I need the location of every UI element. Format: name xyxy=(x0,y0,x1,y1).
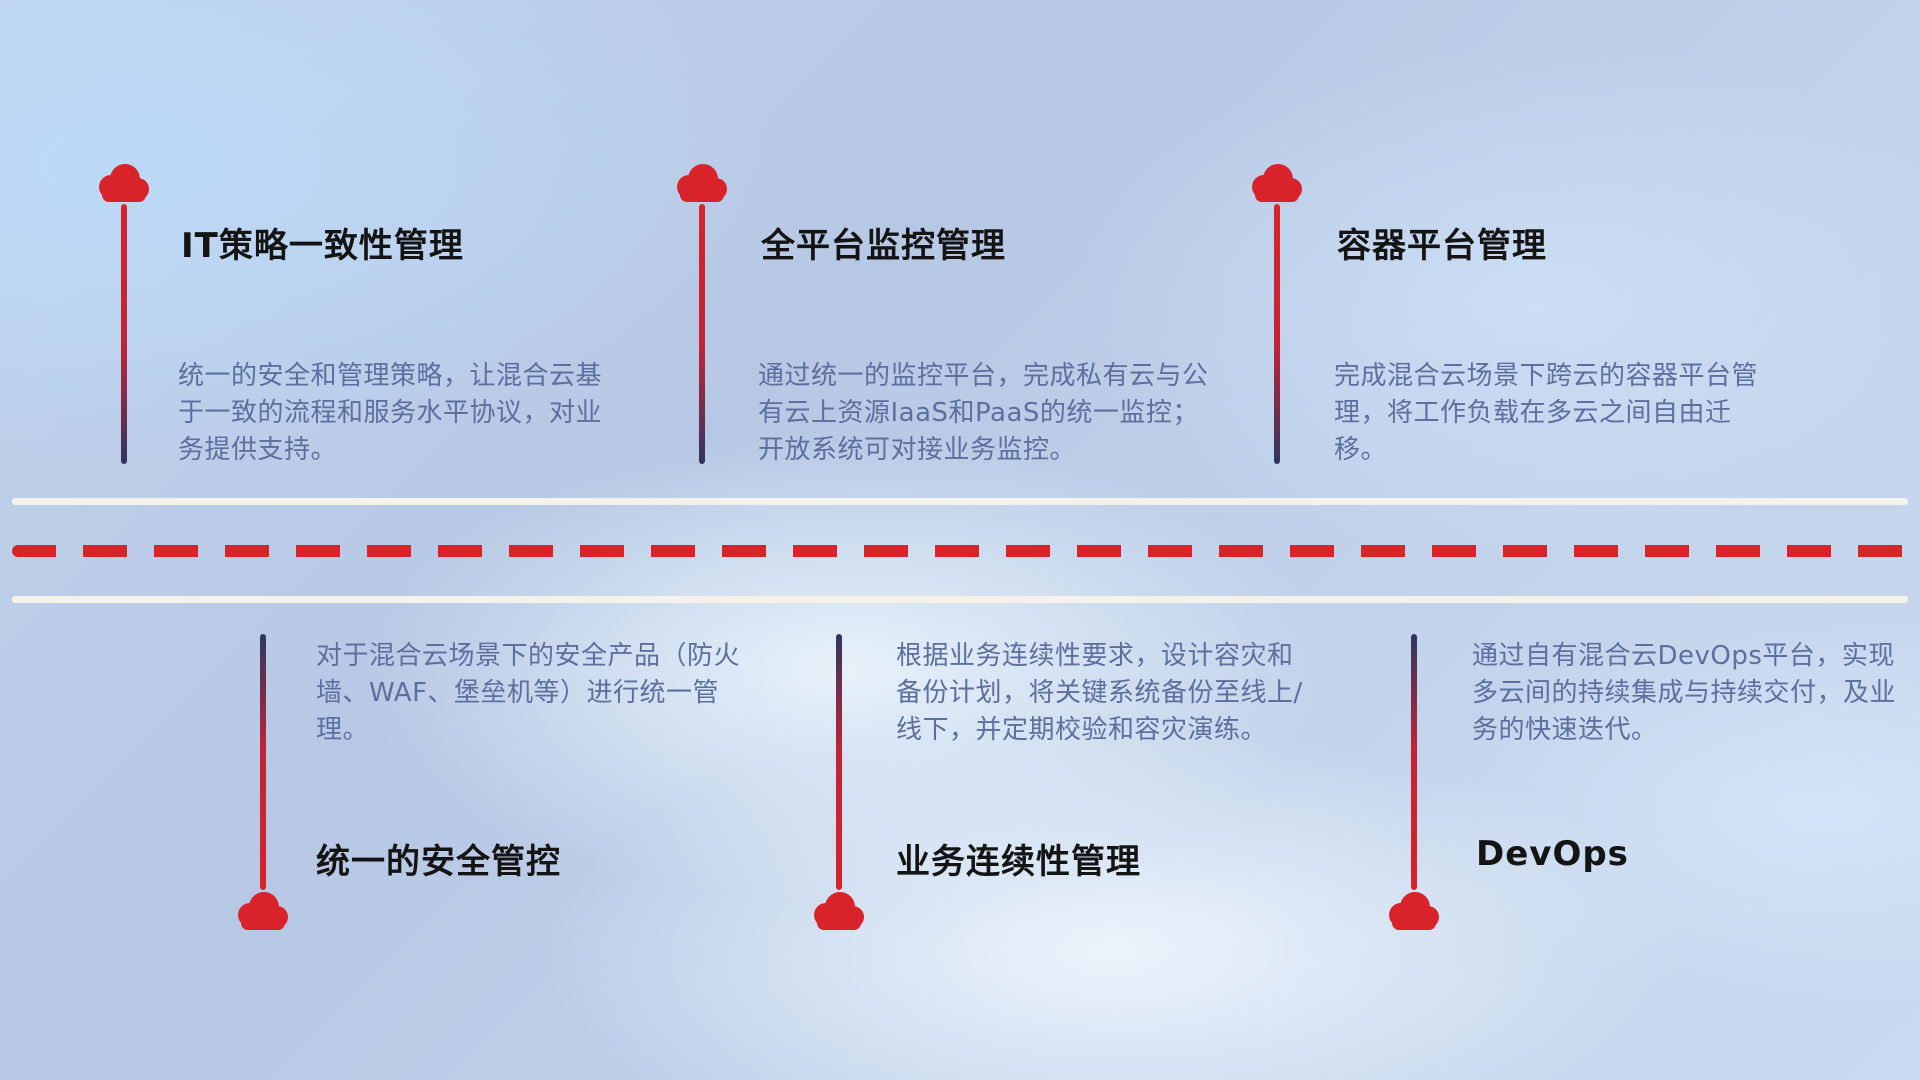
feature-description: 通过统一的监控平台，完成私有云与公有云上资源IaaS和PaaS的统一监控；开放系… xyxy=(758,361,1209,465)
connector-line xyxy=(260,634,266,890)
divider-top-line xyxy=(12,498,1908,505)
feature-title: 统一的安全管控 xyxy=(316,842,561,882)
connector-line xyxy=(121,204,127,464)
feature-title: IT策略一致性管理 xyxy=(181,226,464,266)
connector-line xyxy=(836,634,842,890)
feature-description: 通过自有混合云DevOps平台，实现多云间的持续集成与持续交付，及业务的快速迭代… xyxy=(1472,641,1897,745)
feature-title: DevOps xyxy=(1476,834,1629,874)
cloud-icon xyxy=(1389,892,1439,930)
feature-title: 全平台监控管理 xyxy=(761,226,1006,266)
feature-title: 容器平台管理 xyxy=(1337,226,1547,266)
cloud-icon xyxy=(677,164,727,202)
divider-dashed-line xyxy=(12,545,1908,557)
feature-description: 统一的安全和管理策略，让混合云基于一致的流程和服务水平协议，对业务提供支持。 xyxy=(178,361,603,465)
cloud-icon xyxy=(238,892,288,930)
feature-description: 对于混合云场景下的安全产品（防火墙、WAF、堡垒机等）进行统一管理。 xyxy=(316,641,741,745)
feature-description: 根据业务连续性要求，设计容灾和备份计划，将关键系统备份至线上/线下，并定期校验和… xyxy=(896,641,1303,745)
divider-bottom-line xyxy=(12,596,1908,603)
feature-title: 业务连续性管理 xyxy=(896,842,1141,882)
connector-line xyxy=(1274,204,1280,464)
cloud-icon xyxy=(1252,164,1302,202)
connector-line xyxy=(1411,634,1417,890)
connector-line xyxy=(699,204,705,464)
cloud-icon xyxy=(814,892,864,930)
feature-description: 完成混合云场景下跨云的容器平台管理，将工作负载在多云之间自由迁移。 xyxy=(1334,361,1759,465)
cloud-icon xyxy=(99,164,149,202)
